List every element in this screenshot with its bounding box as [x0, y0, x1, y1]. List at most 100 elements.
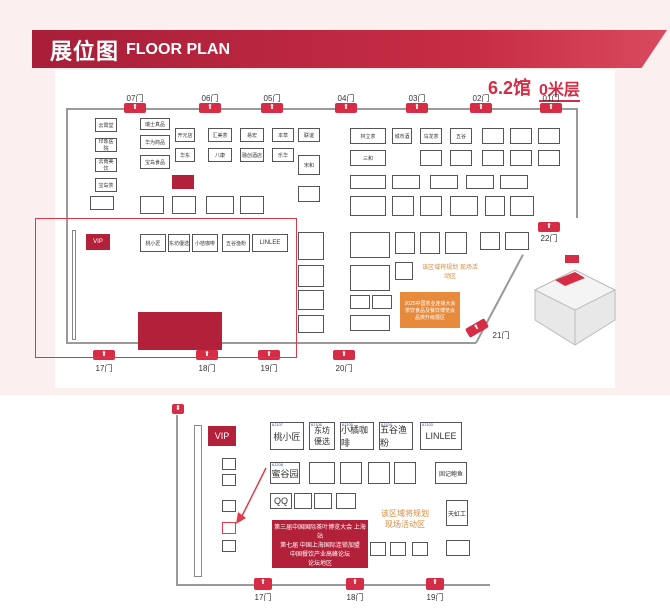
booth[interactable]	[482, 150, 504, 166]
booth-small[interactable]	[336, 493, 356, 509]
booth[interactable]	[538, 150, 560, 166]
booth-small[interactable]	[222, 540, 236, 552]
booth[interactable]: 汇美茶	[208, 128, 232, 142]
zoom-gate-18[interactable]: ⬆	[346, 578, 364, 590]
zoom-gate-17[interactable]: ⬆	[254, 578, 272, 590]
booth[interactable]	[485, 196, 505, 216]
booth[interactable]: 云南美饮	[95, 158, 117, 172]
gate-07[interactable]: ⬆	[124, 103, 146, 113]
forum-area[interactable]: 第三届中国国际茶叶博览大会 上海站 第七届 中国上海国际连锁加盟 中国餐饮产业高…	[272, 520, 368, 568]
gate-04[interactable]: ⬆	[335, 103, 357, 113]
booth[interactable]: 印象医院	[95, 138, 117, 152]
booth[interactable]	[350, 315, 390, 331]
booth[interactable]	[450, 150, 472, 166]
booth[interactable]: 云霄堂	[95, 118, 117, 132]
booth[interactable]	[510, 128, 532, 144]
zoom-gate-19[interactable]: ⬆	[426, 578, 444, 590]
booth[interactable]	[372, 295, 392, 309]
booth[interactable]	[172, 196, 196, 214]
booth[interactable]: 三和	[350, 150, 386, 166]
booth[interactable]	[420, 232, 440, 254]
booth[interactable]	[466, 175, 494, 189]
booth[interactable]	[420, 196, 442, 216]
booth[interactable]: 宋和	[298, 155, 320, 175]
booth[interactable]	[350, 232, 390, 258]
booth[interactable]: 本草	[272, 128, 294, 142]
booth[interactable]	[298, 232, 324, 260]
booth-tianhong[interactable]: 天虹工	[446, 500, 468, 526]
booth[interactable]: 五谷渔粉	[222, 234, 250, 252]
gate-06[interactable]: ⬆	[199, 103, 221, 113]
booth[interactable]	[240, 196, 264, 214]
booth[interactable]	[450, 196, 478, 216]
red-booth[interactable]	[172, 175, 194, 189]
booth[interactable]: 瑞士真品	[140, 118, 170, 130]
booth-small[interactable]	[222, 500, 236, 512]
booth[interactable]	[350, 196, 386, 216]
booth[interactable]	[420, 150, 442, 166]
booth-small[interactable]	[340, 462, 362, 484]
booth[interactable]: 宝岛食品	[140, 155, 170, 169]
forum-small[interactable]	[138, 312, 222, 350]
booth[interactable]	[480, 232, 500, 250]
booth-small[interactable]	[222, 474, 236, 486]
vip-small[interactable]: VIP	[86, 234, 110, 250]
booth[interactable]	[298, 265, 324, 287]
gate-03[interactable]: ⬆	[406, 103, 428, 113]
booth[interactable]	[445, 232, 467, 254]
gate-05[interactable]: ⬆	[261, 103, 283, 113]
vip-booth[interactable]: VIP	[208, 426, 236, 446]
booth-small[interactable]	[394, 462, 416, 484]
booth[interactable]: 易宏	[240, 128, 264, 142]
booth[interactable]	[482, 128, 504, 144]
gate-17[interactable]: ⬆	[93, 350, 115, 360]
booth[interactable]	[510, 150, 532, 166]
booth[interactable]	[90, 196, 114, 210]
highlighted-booth[interactable]	[222, 522, 236, 534]
booth[interactable]	[392, 196, 414, 216]
booth[interactable]	[140, 196, 164, 214]
booth[interactable]	[395, 232, 415, 254]
gate-02[interactable]: ⬆	[470, 103, 492, 113]
gate-18[interactable]: ⬆	[196, 350, 218, 360]
booth[interactable]: 乐华	[272, 148, 294, 162]
booth[interactable]	[350, 295, 370, 309]
booth[interactable]: 联谊	[298, 128, 320, 142]
booth[interactable]: 华东	[175, 148, 195, 162]
booth[interactable]: 融创酒店	[240, 148, 264, 162]
gate-22[interactable]: ⬆	[538, 222, 560, 232]
booth[interactable]: 华为商品	[140, 135, 170, 149]
booth[interactable]	[350, 175, 386, 189]
booth[interactable]: 宝岛茶	[95, 178, 117, 192]
booth[interactable]	[500, 175, 528, 189]
booth[interactable]	[505, 232, 529, 250]
gate-01[interactable]: ⬆	[540, 103, 562, 113]
booth[interactable]: 林立茶	[350, 128, 386, 144]
booth[interactable]: 小桔咖啡	[192, 234, 218, 252]
booth[interactable]	[395, 262, 413, 280]
booth[interactable]	[538, 128, 560, 144]
booth[interactable]: LINLEE	[252, 234, 288, 252]
gate-19[interactable]: ⬆	[258, 350, 280, 360]
booth[interactable]: 乌龙茶	[420, 128, 442, 144]
booth[interactable]: 城市酒	[392, 128, 412, 144]
gate-20[interactable]: ⬆	[333, 350, 355, 360]
booth[interactable]	[510, 196, 534, 216]
booth-small[interactable]	[370, 542, 386, 556]
booth[interactable]	[350, 265, 390, 291]
booth-small[interactable]	[412, 542, 428, 556]
booth[interactable]	[298, 315, 324, 333]
booth-small[interactable]	[368, 462, 390, 484]
booth[interactable]	[298, 186, 320, 202]
booth[interactable]: 五谷	[450, 128, 472, 144]
booth[interactable]: 八康	[208, 148, 232, 162]
booth-qq[interactable]: QQ	[270, 493, 292, 509]
booth[interactable]: 开元店	[175, 128, 195, 142]
booth[interactable]: 桃小匠	[140, 234, 166, 252]
booth[interactable]	[392, 175, 420, 189]
